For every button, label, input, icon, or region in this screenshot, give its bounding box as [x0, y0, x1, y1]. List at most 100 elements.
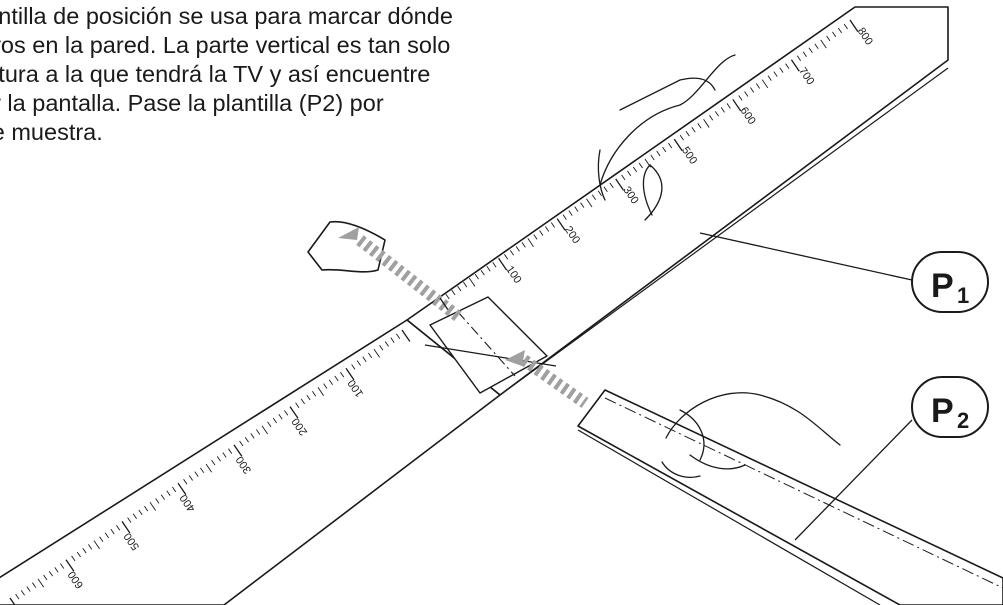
vertical-scale-tick	[802, 51, 807, 57]
vertical-scale-tick	[621, 174, 626, 181]
instruction-line: lantilla de posición se usa para marcar …	[0, 3, 453, 29]
horizontal-scale-tick	[172, 486, 177, 493]
horizontal-scale-tick	[368, 352, 373, 359]
hand-bottom	[661, 392, 841, 478]
horizontal-scale-tick	[132, 513, 137, 519]
horizontal-scale-tick	[15, 593, 20, 600]
horizontal-scale-tick	[110, 528, 115, 535]
vertical-scale-tick	[826, 35, 831, 42]
vertical-scale-tick	[685, 130, 690, 137]
horizontal-scale-tick	[60, 563, 65, 569]
horizontal-scale-major-tick	[289, 406, 299, 419]
vertical-scale-tick	[679, 134, 684, 141]
vertical-scale-tick	[691, 126, 696, 133]
vertical-scale-tick	[662, 146, 667, 153]
vertical-scale-tick	[609, 182, 614, 189]
horizontal-scale-major-tick	[121, 521, 131, 534]
arrow-shaft-bottom	[520, 355, 589, 408]
arrow-shaft-top	[356, 235, 464, 323]
vertical-scale-tick	[474, 273, 479, 280]
horizontal-scale-tick	[205, 463, 213, 473]
instruction-line: eros en la pared. La parte vertical es t…	[0, 32, 451, 58]
vertical-scale-tick	[492, 262, 497, 268]
vertical-scale-tick	[568, 210, 573, 216]
vertical-scale-tick	[468, 277, 476, 287]
template-horizontal	[0, 296, 557, 605]
horizontal-scale-tick	[76, 551, 81, 558]
vertical-scale-tick	[726, 103, 731, 109]
vertical-scale-major-tick	[732, 99, 742, 112]
horizontal-scale-tick	[244, 436, 249, 443]
vertical-scale-tick	[562, 214, 567, 220]
horizontal-scale-tick	[104, 532, 109, 539]
horizontal-scale-tick	[82, 547, 87, 554]
horizontal-scale-major-tick	[9, 597, 16, 605]
vertical-scale-tick	[750, 87, 755, 93]
vertical-scale-tick	[703, 119, 710, 128]
vertical-scale-major-tick	[556, 218, 566, 231]
horizontal-scale-tick	[317, 387, 325, 396]
callout-p2: P 2	[911, 376, 989, 438]
horizontal-scale-tick	[390, 337, 395, 343]
vertical-scale-tick	[668, 142, 673, 149]
vertical-scale-tick	[638, 162, 643, 169]
horizontal-scale-tick	[250, 433, 255, 439]
vertical-scale-major-tick	[615, 178, 625, 191]
horizontal-scale-tick	[384, 341, 389, 347]
horizontal-scale-tick	[116, 525, 121, 531]
horizontal-scale-tick	[328, 379, 333, 385]
vertical-scale-tick	[504, 254, 509, 260]
vertical-scale-tick	[509, 250, 515, 256]
vertical-scale-tick	[814, 43, 819, 50]
vertical-scale-tick	[515, 246, 520, 252]
callout-p1-sub: 1	[957, 283, 969, 308]
horizontal-scale-major-tick	[401, 329, 411, 342]
vertical-scale-tick	[767, 75, 772, 81]
horizontal-scale-tick	[211, 459, 216, 466]
arrow-head-bottom	[505, 350, 525, 366]
vertical-scale-tick	[837, 27, 843, 34]
vertical-scale-tick	[744, 91, 749, 97]
vertical-scale-tick	[521, 242, 526, 248]
horizontal-scale-tick	[43, 574, 48, 581]
horizontal-scale-tick	[340, 371, 345, 378]
arrow-head-top	[338, 227, 359, 240]
horizontal-scale-tick	[351, 364, 356, 370]
horizontal-scale-tick	[200, 467, 205, 474]
leader-lines	[699, 232, 913, 541]
horizontal-scale-tick	[54, 567, 59, 573]
vertical-scale-tick	[796, 55, 802, 61]
vertical-scale-major-tick	[849, 19, 859, 32]
horizontal-scale-major-tick	[233, 444, 243, 457]
horizontal-scale-tick	[160, 494, 165, 500]
vertical-scale-tick	[761, 79, 769, 89]
horizontal-scale-tick	[144, 505, 149, 512]
callout-p1-letter: P	[931, 267, 954, 305]
horizontal-scale-tick	[373, 348, 381, 358]
instruction-line: se muestra.	[0, 119, 103, 145]
vertical-scale-tick	[597, 190, 602, 196]
horizontal-scale-tick	[99, 536, 104, 542]
horizontal-scale-tick	[323, 383, 328, 389]
vertical-scale-tick	[627, 170, 632, 177]
vertical-scale-tick	[603, 186, 608, 193]
horizontal-scale-tick	[306, 394, 311, 401]
vertical-scale-tick	[451, 289, 456, 296]
horizontal-scale-tick	[188, 475, 193, 481]
vertical-scale-tick	[773, 71, 778, 77]
vertical-scale-tick	[755, 83, 761, 89]
horizontal-scale-tick	[194, 471, 199, 477]
vertical-scale-tick	[632, 166, 638, 173]
vertical-scale-tick	[697, 123, 702, 129]
vertical-scale-major-tick	[790, 59, 800, 72]
paper-scrap	[307, 220, 386, 273]
callout-p2-letter: P	[931, 392, 954, 430]
horizontal-scale-tick	[166, 490, 171, 497]
vertical-scale-tick	[527, 238, 534, 247]
horizontal-scale-tick	[256, 429, 261, 435]
vertical-scale-major-tick	[498, 257, 507, 271]
horizontal-scale-tick	[239, 440, 244, 447]
vertical-scale-tick	[843, 23, 848, 30]
